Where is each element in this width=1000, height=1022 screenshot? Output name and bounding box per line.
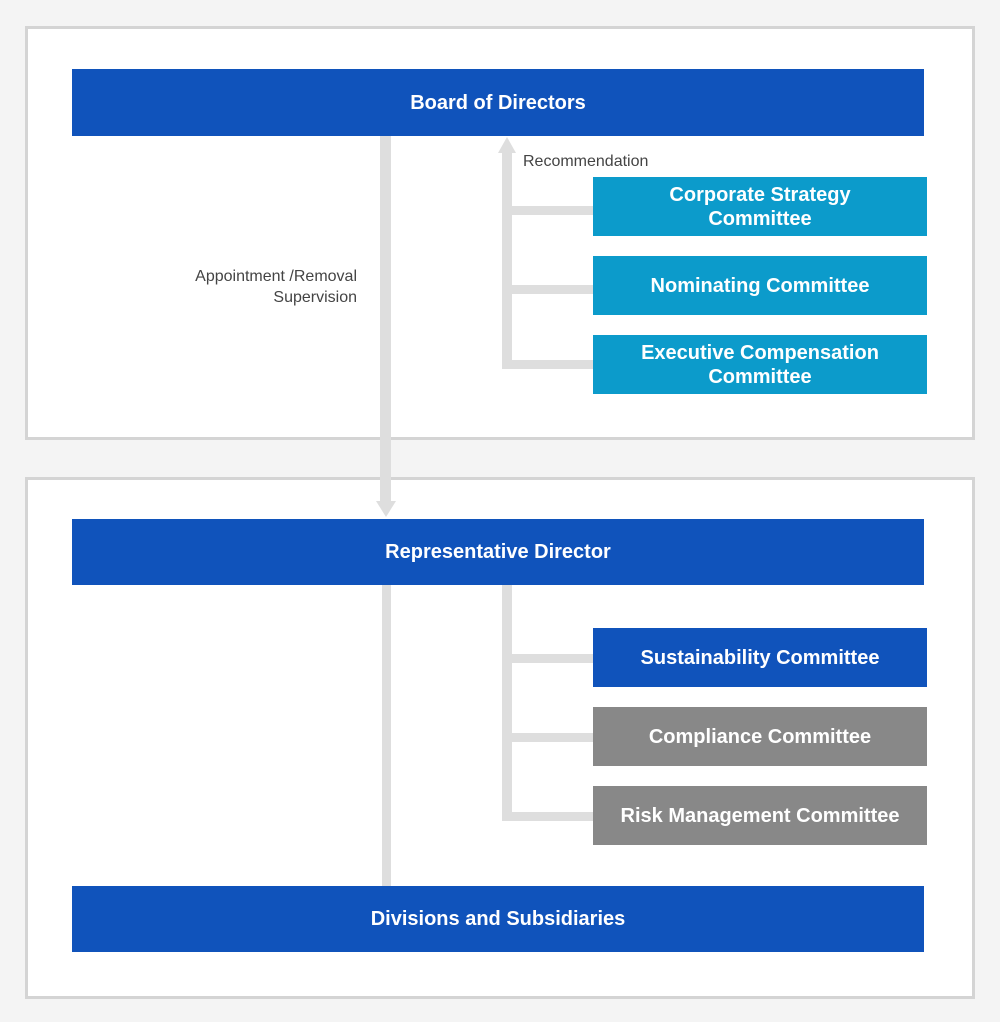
branch-connector-6 — [502, 812, 593, 821]
representative-connector-line — [502, 585, 512, 821]
executive-compensation-committee-box: Executive Compensation Committee — [593, 335, 927, 394]
branch-connector-4 — [502, 654, 593, 663]
branch-connector-3 — [502, 360, 593, 369]
appointment-connector-line — [380, 136, 391, 503]
representative-director-box: Representative Director — [72, 519, 924, 585]
appointment-label-line1: Appointment /Removal — [195, 268, 357, 285]
branch-connector-5 — [502, 733, 593, 742]
board-of-directors-box: Board of Directors — [72, 69, 924, 136]
compliance-committee-box: Compliance Committee — [593, 707, 927, 766]
down-arrow-icon — [376, 501, 396, 517]
recommendation-label: Recommendation — [523, 153, 649, 170]
nominating-committee-box: Nominating Committee — [593, 256, 927, 315]
branch-connector-1 — [502, 206, 593, 215]
up-arrow-icon — [498, 137, 516, 153]
sustainability-committee-box: Sustainability Committee — [593, 628, 927, 687]
branch-connector-2 — [502, 285, 593, 294]
corporate-strategy-committee-box: Corporate Strategy Committee — [593, 177, 927, 236]
divisions-and-subsidiaries-box: Divisions and Subsidiaries — [72, 886, 924, 952]
risk-management-committee-box: Risk Management Committee — [593, 786, 927, 845]
appointment-label-line2: Supervision — [273, 289, 357, 306]
divisions-connector-line — [382, 585, 391, 886]
recommendation-connector-line — [502, 152, 512, 369]
appointment-label: Appointment /Removal Supervision — [120, 266, 357, 308]
